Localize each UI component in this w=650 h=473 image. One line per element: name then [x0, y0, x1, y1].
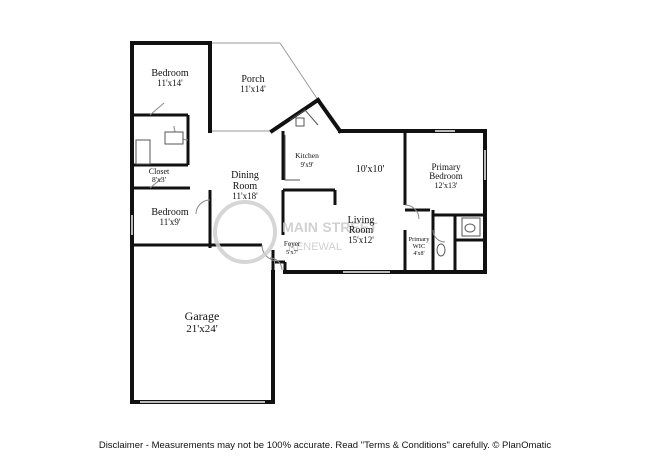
watermark-text-right: STREET [322, 219, 378, 235]
watermark-subtext: RENEWAL [288, 241, 342, 253]
kitchen-dims: 9'x9' [300, 161, 313, 169]
living-line2: Room [349, 225, 374, 236]
primary-bedroom-line1: Primary [432, 162, 461, 172]
primary-wic-line1: Primary [409, 236, 431, 243]
garage-dims: 21'x24' [186, 323, 217, 335]
kitchen-name: Kitchen [295, 151, 319, 160]
porch-outline [210, 42, 319, 132]
closet-dims: 8'x3' [152, 175, 167, 184]
primary-wic-dims: 4'x8' [413, 251, 424, 257]
primary-bedroom-line2: Bedroom [429, 171, 463, 181]
foyer-dims: 5'x7' [286, 249, 298, 256]
kitchen-counters [284, 109, 319, 181]
bedroom-top-dims: 11'x14' [157, 78, 183, 88]
porch-dims: 11'x14' [240, 84, 266, 94]
room-10x10-dims: 10'x10' [356, 164, 385, 175]
primary-bedroom-dims: 12'x13' [435, 181, 458, 190]
watermark-logo-icon [213, 200, 277, 264]
watermark-text-left: MAIN [282, 219, 318, 235]
living-dims: 15'x12' [348, 235, 374, 245]
bedroom-bottom-dims: 11'x9' [160, 217, 181, 227]
garage-name: Garage [185, 309, 220, 323]
door-swings [149, 102, 446, 271]
disclaimer-text: Disclaimer - Measurements may not be 100… [99, 440, 552, 451]
dining-line2: Room [233, 181, 258, 192]
dining-dims: 11'x18' [232, 191, 258, 201]
bedroom-top-name: Bedroom [151, 68, 188, 79]
primary-wic-line2: WIC [413, 243, 426, 250]
bathroom-fixtures [135, 131, 481, 257]
porch-name: Porch [241, 74, 264, 85]
foyer-name: Foyer [284, 240, 301, 248]
living-line1: Living [348, 215, 375, 226]
bedroom-bottom-name: Bedroom [151, 207, 188, 218]
room-labels: Bedroom 11'x14' Porch 11'x14' Kitchen 9'… [149, 68, 463, 335]
dining-line1: Dining [231, 170, 259, 181]
closet-name: Closet [149, 167, 170, 176]
watermark: MAIN STREET RENEWAL [213, 200, 378, 264]
windows [131, 130, 486, 403]
